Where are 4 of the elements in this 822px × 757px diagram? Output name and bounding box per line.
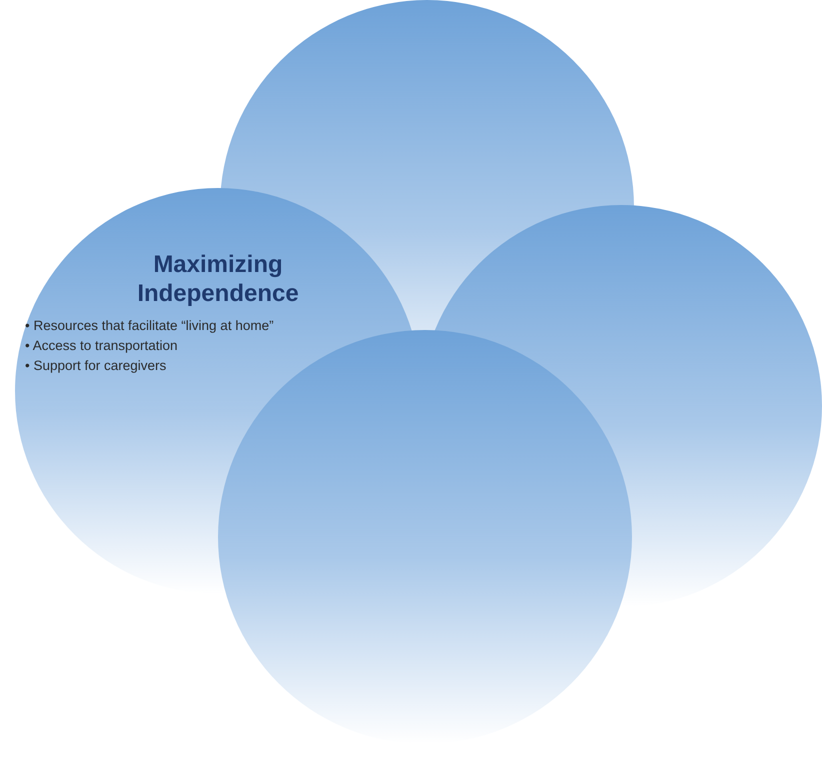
bullet-item: • Support for caregivers: [25, 357, 168, 375]
bullet-item: • Access to transportation: [25, 337, 179, 355]
bullet-item: • Resources that facilitate “living at home”: [25, 317, 274, 335]
heading: Maximizing Independence: [136, 250, 300, 308]
